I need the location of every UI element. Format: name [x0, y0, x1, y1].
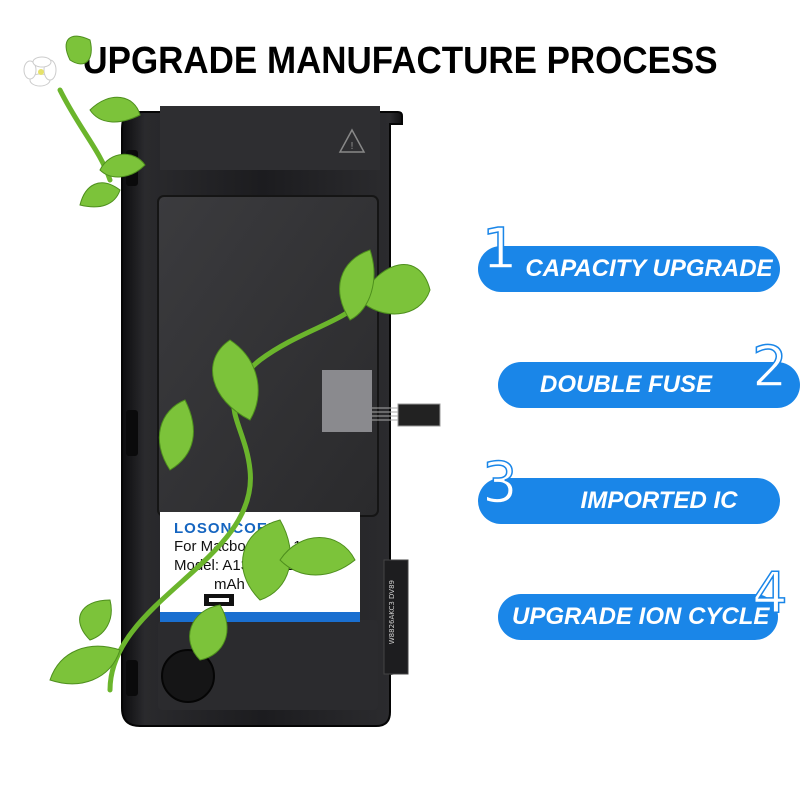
feature-banner-1: CAPACITY UPGRADE: [478, 246, 780, 292]
leaf-1: [359, 264, 431, 315]
leaf-9: [79, 599, 112, 641]
warning-icon: [338, 128, 366, 153]
page-title: UPGRADE MANUFACTURE PROCESS: [82, 40, 718, 82]
feature-banner-3: IMPORTED IC: [478, 478, 780, 524]
leaf-7: [189, 604, 228, 661]
feature-number-3: 3: [481, 451, 518, 516]
feature-banner-2: DOUBLE FUSE: [498, 362, 800, 408]
feature-banner-4: UPGRADE ION CYCLE: [498, 594, 778, 640]
top-tab: [160, 106, 380, 170]
svg-text:!: !: [350, 141, 354, 152]
leaf-13: [79, 182, 121, 208]
feature-number-4: 4: [751, 561, 788, 626]
brand-name: LOSONCOER: [174, 520, 280, 537]
connector-block: [322, 370, 372, 432]
leaf-5: [242, 519, 291, 601]
leaf-6: [279, 537, 356, 576]
leaf-10: [65, 35, 92, 65]
capacity-text: mAh: [214, 576, 245, 593]
flower-icon: [23, 56, 57, 87]
leaf-3: [212, 339, 259, 421]
connector-plug: [397, 403, 441, 427]
battery-hole: [161, 649, 215, 703]
feature-label-4: UPGRADE ION CYCLE: [512, 603, 770, 630]
feature-label-2: DOUBLE FUSE: [540, 371, 713, 398]
leaf-12: [99, 153, 146, 178]
feature-number-1: 1: [481, 217, 518, 282]
leaf-11: [89, 96, 141, 123]
leaf-8: [49, 645, 121, 685]
feature-number-2: 2: [751, 335, 788, 400]
feature-label-1: CAPACITY UPGRADE: [525, 255, 773, 282]
leaf-2: [339, 249, 375, 321]
battery-icon: [204, 594, 234, 606]
side-strap: [383, 559, 409, 675]
feature-label-3: IMPORTED IC: [580, 487, 738, 514]
leaf-4: [158, 399, 194, 471]
